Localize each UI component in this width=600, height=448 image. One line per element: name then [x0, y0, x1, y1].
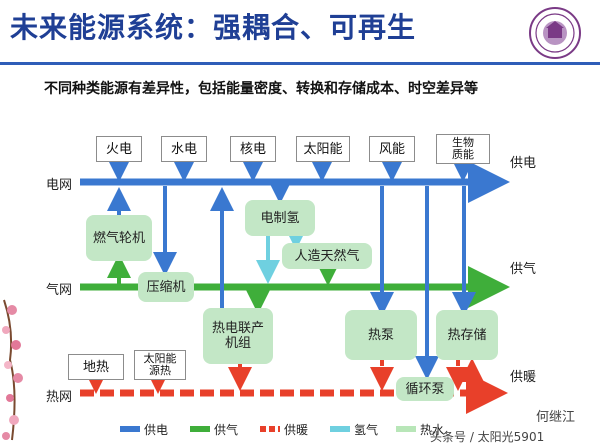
- legend-swatch-power: [120, 426, 140, 432]
- source-thermal-power: 火电: [96, 136, 142, 162]
- source-geothermal: 地热: [68, 354, 124, 380]
- legend-swatch-gas: [190, 426, 210, 432]
- legend-swatch-hot-water: [396, 426, 416, 432]
- heating-supply-label: 供暖: [510, 370, 537, 385]
- node-chp-unit: 热电联产机组: [203, 308, 273, 364]
- source-hydro-power: 水电: [161, 136, 207, 162]
- node-heat-pump: 热泵: [345, 310, 417, 360]
- legend-power: 供电: [120, 421, 168, 437]
- slide-title: 未来能源系统：强耦合、可再生: [10, 11, 417, 44]
- university-seal-icon: [529, 7, 581, 59]
- source-biomass-power: 生物 质能: [436, 134, 490, 164]
- title-rule: [0, 62, 600, 65]
- source-wind-power: 风能: [369, 136, 415, 162]
- legend-swatch-heating: [260, 426, 280, 432]
- source-nuclear-power: 核电: [230, 136, 276, 162]
- power-supply-label: 供电: [510, 156, 537, 171]
- node-compressor: 压缩机: [138, 272, 194, 302]
- gas-network-label: 气网: [46, 283, 73, 298]
- slide-subtitle: 不同种类能源有差异性，包括能量密度、转换和存储成本、时空差异等: [44, 81, 478, 97]
- legend-swatch-hydrogen: [330, 426, 350, 432]
- legend-hot-water: 热水: [396, 421, 444, 437]
- gas-supply-label: 供气: [510, 262, 537, 277]
- source-solar-heat: 太阳能 源热: [134, 350, 186, 380]
- node-synthetic-gas: 人造天然气: [282, 243, 372, 269]
- node-power-to-hydrogen: 电制氢: [245, 200, 315, 236]
- node-circulation-pump: 循环泵: [396, 377, 454, 401]
- legend-heating: 供暖: [260, 421, 308, 437]
- node-gas-turbine: 燃气轮机: [86, 215, 152, 261]
- watermark-account: 头条号 / 太阳光5901: [430, 430, 545, 444]
- legend-gas: 供气: [190, 421, 238, 437]
- heat-network-label: 热网: [46, 390, 73, 405]
- source-solar-power: 太阳能: [296, 136, 350, 162]
- watermark-author: 何继江: [536, 410, 576, 425]
- power-grid-label: 电网: [46, 178, 73, 193]
- node-heat-storage: 热存储: [436, 310, 498, 360]
- legend-hydrogen: 氢气: [330, 421, 378, 437]
- plum-blossom-decoration: [2, 299, 23, 441]
